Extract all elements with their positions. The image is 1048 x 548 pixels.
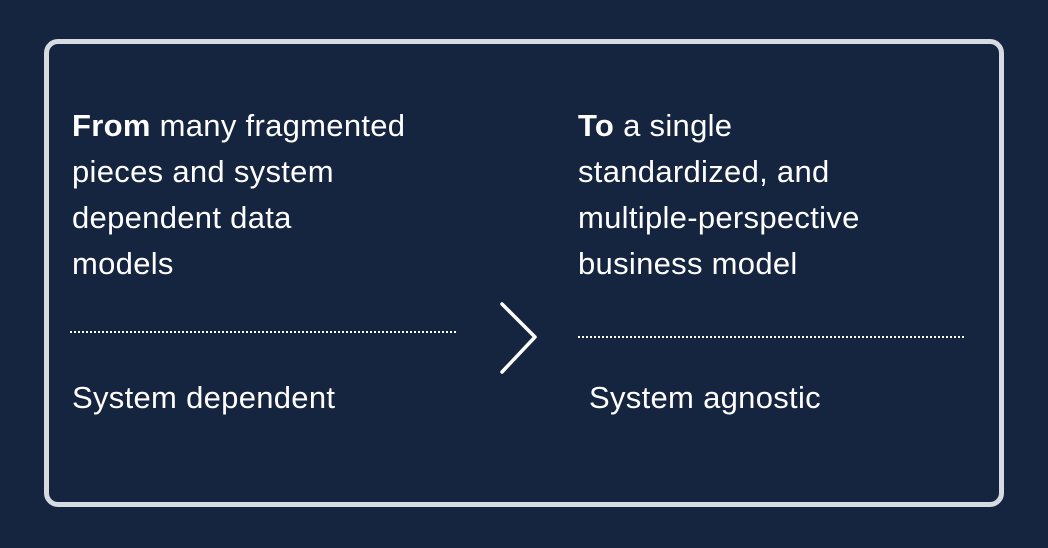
to-lead: To (578, 108, 615, 143)
to-body-text: a single standardized, and multiple-pers… (578, 108, 860, 281)
chevron-right-icon (500, 302, 537, 374)
left-caption: System dependent (72, 380, 336, 415)
from-body-text: many fragmented pieces and system depend… (72, 108, 406, 281)
content-frame-border (44, 39, 1004, 507)
from-paragraph: From many fragmented pieces and system d… (72, 103, 502, 287)
right-caption: System agnostic (589, 380, 821, 415)
right-dotted-divider (578, 336, 966, 338)
to-paragraph: To a single standardized, and multiple-p… (578, 103, 1008, 287)
left-dotted-divider (70, 331, 458, 333)
from-lead: From (72, 108, 151, 143)
